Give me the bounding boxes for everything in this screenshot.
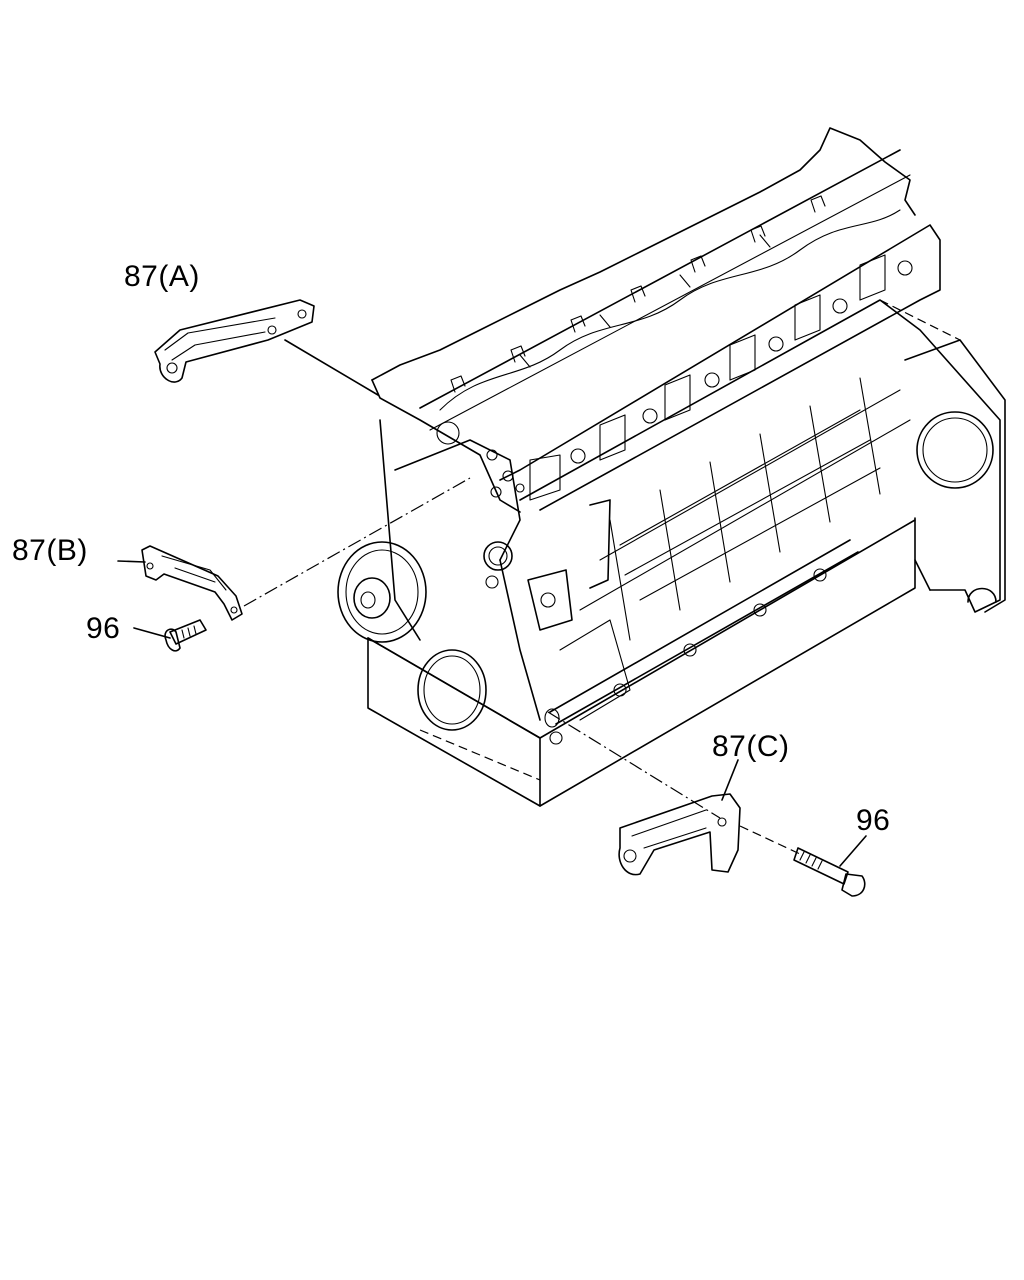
bolt-96-c xyxy=(793,835,867,897)
callout-96-c-label: 96 xyxy=(856,804,890,837)
bolt-96-b xyxy=(133,619,207,652)
callout-87b-label: 87(B) xyxy=(12,534,88,567)
bracket-87a xyxy=(154,299,379,396)
engine-block xyxy=(337,127,1006,807)
bracket-87b xyxy=(117,477,471,621)
bracket-87c xyxy=(547,711,801,876)
callout-96-b-label: 96 xyxy=(86,612,120,645)
callout-87c-label: 87(C) xyxy=(712,730,790,763)
callout-87a-label: 87(A) xyxy=(124,260,200,293)
